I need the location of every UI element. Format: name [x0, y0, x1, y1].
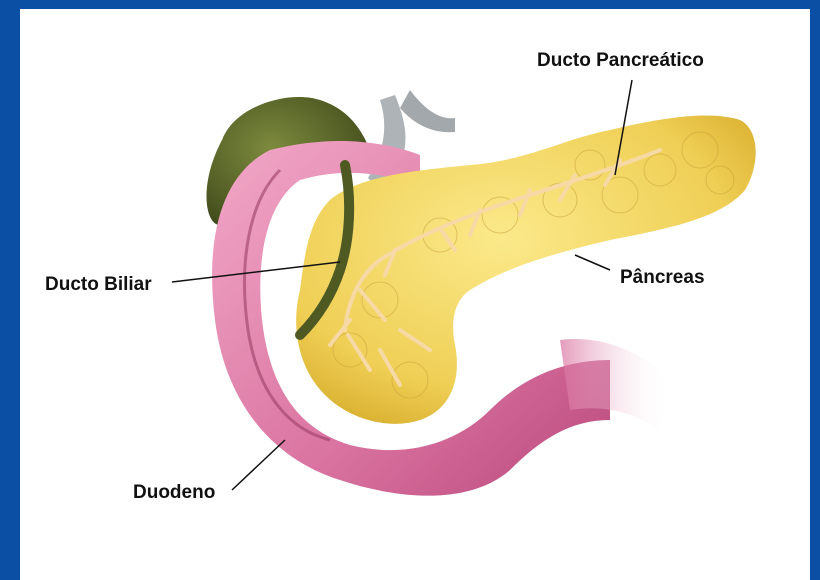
leader-duodenum: [232, 440, 285, 490]
pancreas-anatomy-illustration: Ducto Pancreático Ducto Biliar Pâncreas …: [20, 9, 810, 580]
label-pancreatic-duct: Ducto Pancreático: [537, 50, 704, 71]
label-pancreas: Pâncreas: [620, 267, 705, 288]
leader-pancreas: [575, 255, 610, 270]
label-bile-duct: Ducto Biliar: [45, 274, 152, 295]
vessel-shape-2: [400, 90, 455, 132]
illustration-panel: Ducto Pancreático Ducto Biliar Pâncreas …: [20, 9, 810, 580]
label-duodenum: Duodeno: [133, 482, 215, 503]
